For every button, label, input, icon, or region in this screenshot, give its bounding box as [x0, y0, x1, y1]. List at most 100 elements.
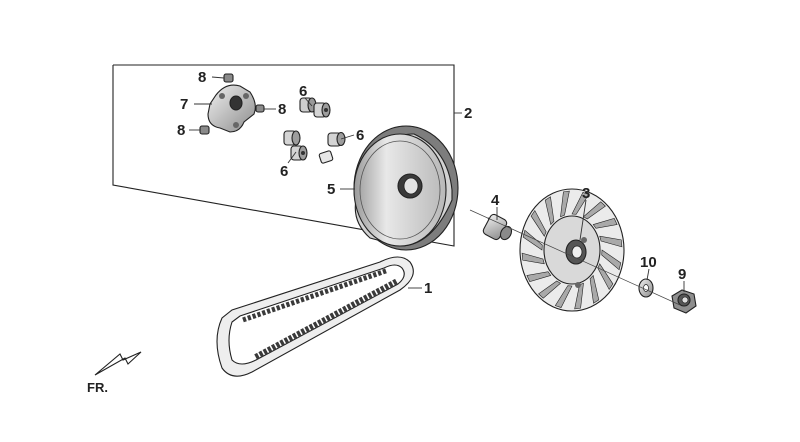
belt-tooth — [350, 301, 357, 309]
callout-1: 1 — [408, 280, 432, 297]
fan-blade — [538, 280, 562, 299]
belt-tooth — [362, 275, 368, 281]
assembly-box — [112, 64, 462, 247]
fan-drive-face — [519, 188, 625, 312]
callout-8-top: 8 — [198, 69, 225, 86]
fan-blade — [521, 252, 545, 265]
weight-roller-3 — [283, 130, 301, 146]
callout-6-right: 6 — [340, 127, 364, 144]
fan-blade — [522, 229, 543, 251]
belt-tooth — [392, 278, 398, 286]
callout-8-left-label: 8 — [177, 122, 185, 139]
slider-piece-right — [255, 104, 265, 113]
fan-blade — [592, 218, 618, 229]
callout-9-label: 9 — [678, 266, 686, 283]
callout-4: 4 — [491, 192, 500, 220]
belt-tooth — [309, 293, 315, 300]
belt-tooth — [290, 299, 296, 306]
belt-tooth — [346, 303, 352, 311]
belt-tooth — [283, 337, 290, 344]
belt-tooth — [371, 290, 377, 297]
belt-tooth — [324, 288, 329, 295]
fan-blade — [554, 285, 573, 308]
belt-tooth — [329, 286, 334, 293]
belt-tooth — [258, 350, 265, 358]
drive-face-pulley — [353, 125, 459, 251]
fan-blades — [521, 190, 623, 310]
weight-roller-4 — [290, 145, 308, 161]
fan-blade — [582, 201, 606, 220]
belt-tooth — [275, 304, 281, 311]
callout-2: 2 — [464, 105, 472, 122]
callout-10-label: 10 — [640, 254, 657, 271]
callout-8-right: 8 — [264, 101, 286, 118]
belt-tooth — [304, 295, 310, 301]
belt-tooth — [280, 303, 286, 310]
belt-teeth — [242, 268, 398, 360]
belt-tooth — [251, 313, 257, 319]
belt-tooth — [321, 316, 327, 324]
belt-tooth — [266, 346, 273, 353]
belt-tooth — [242, 316, 247, 323]
collar-bushing — [482, 213, 513, 241]
belt-tooth — [383, 283, 390, 291]
belt-tooth — [300, 296, 305, 303]
belt-tooth — [287, 334, 294, 342]
belt-tooth — [261, 309, 267, 316]
callout-6-right-label: 6 — [356, 127, 364, 144]
belt-tooth — [296, 330, 302, 338]
belt-tooth — [388, 281, 394, 288]
belt-tooth — [367, 292, 373, 300]
fan-blade — [589, 274, 600, 304]
callout-7: 7 — [180, 96, 212, 113]
belt-tooth — [353, 278, 358, 285]
fan-blade — [599, 235, 623, 248]
fan-blade — [544, 196, 555, 226]
drive-belt — [216, 256, 414, 377]
belt-tooth — [375, 287, 382, 295]
belt-tooth — [319, 290, 325, 296]
belt-tooth — [256, 311, 262, 318]
belt-tooth — [362, 294, 369, 302]
callout-8-top-label: 8 — [198, 69, 206, 86]
weight-roller-2 — [313, 102, 331, 118]
belt-tooth — [275, 341, 281, 349]
callout-1-label: 1 — [424, 280, 432, 297]
callout-6-top-label: 6 — [299, 83, 307, 100]
callout-5-label: 5 — [327, 181, 335, 198]
belt-tooth — [358, 276, 363, 283]
slider-piece-top — [223, 73, 234, 83]
weight-roller-5 — [327, 131, 346, 147]
fan-blade — [560, 190, 570, 218]
belt-tooth — [354, 299, 361, 306]
callout-6-bottom-label: 6 — [280, 163, 288, 180]
fan-blade — [571, 192, 590, 215]
belt-tooth — [379, 285, 386, 293]
belt-tooth — [304, 325, 311, 333]
belt-tooth — [254, 352, 260, 360]
callout-5: 5 — [327, 181, 355, 198]
callout-6-top: 6 — [299, 83, 313, 107]
belt-tooth — [308, 323, 315, 331]
slider-piece-left — [199, 125, 210, 135]
belt-tooth — [312, 321, 319, 329]
belt-tooth — [337, 307, 344, 315]
front-direction-label: FR. — [87, 380, 108, 395]
belt-tooth — [348, 280, 354, 286]
fan-blade — [530, 209, 547, 237]
belt-tooth — [291, 332, 298, 340]
shaft-axis-line — [469, 209, 681, 306]
ramp-plate — [207, 84, 256, 133]
belt-tooth — [333, 285, 339, 291]
belt-tooth — [314, 291, 320, 298]
belt-tooth — [295, 298, 300, 305]
callout-8-right-label: 8 — [278, 101, 286, 118]
belt-tooth — [372, 271, 378, 278]
belt-tooth — [338, 283, 344, 290]
callout-10: 10 — [640, 254, 657, 281]
belt-tooth — [329, 312, 336, 320]
belt-tooth — [367, 273, 373, 280]
belt-tooth — [246, 314, 252, 321]
belt-tooth — [358, 296, 365, 304]
fan-blade — [526, 271, 552, 282]
